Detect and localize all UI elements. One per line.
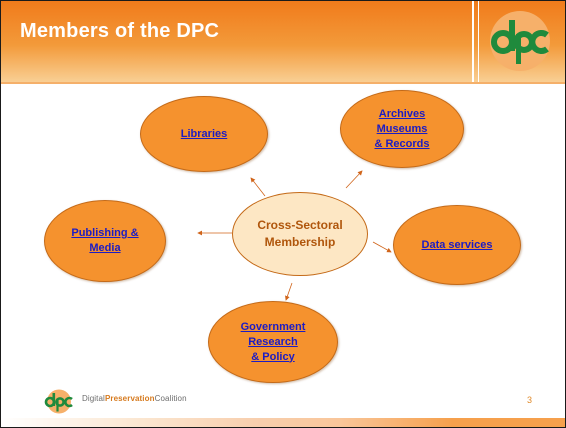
footer-brand-text: DigitalPreservationCoalition xyxy=(82,394,187,403)
node-publishing-label[interactable]: Publishing & Media xyxy=(71,227,139,254)
header-divider-thin xyxy=(478,0,479,82)
footer-emphasis: Preservation xyxy=(104,394,155,403)
center-node: Cross-Sectoral Membership xyxy=(232,192,368,276)
node-archives-label[interactable]: Archives Museums & Records xyxy=(374,107,430,150)
slide-title: Members of the DPC xyxy=(20,20,220,42)
node-data-services-label[interactable]: Data services xyxy=(421,238,493,251)
center-node-label: Cross-Sectoral Membership xyxy=(257,218,343,249)
bottom-strip xyxy=(0,418,566,428)
node-libraries[interactable]: Libraries xyxy=(140,96,268,172)
slide-header: Members of the DPC xyxy=(0,0,566,82)
arrow-to-libraries xyxy=(250,177,266,197)
node-libraries-label[interactable]: Libraries xyxy=(180,127,228,140)
footer-logo-icon xyxy=(40,389,78,414)
header-rule xyxy=(0,82,566,84)
header-divider xyxy=(472,0,474,82)
node-publishing[interactable]: Publishing & Media xyxy=(44,200,166,282)
arrow-to-data-services xyxy=(372,241,392,253)
page-number: 3 xyxy=(527,395,533,405)
footer-suffix: Coalition xyxy=(154,394,187,403)
arrow-to-government xyxy=(285,282,293,301)
arrow-to-archives xyxy=(345,170,363,189)
node-archives[interactable]: Archives Museums & Records xyxy=(340,90,464,168)
dpc-logo-icon xyxy=(484,8,556,74)
node-data-services[interactable]: Data services xyxy=(393,205,521,285)
footer-prefix: Digital xyxy=(82,394,105,403)
node-government[interactable]: Government Research & Policy xyxy=(208,301,338,383)
node-government-label[interactable]: Government Research & Policy xyxy=(240,320,306,363)
